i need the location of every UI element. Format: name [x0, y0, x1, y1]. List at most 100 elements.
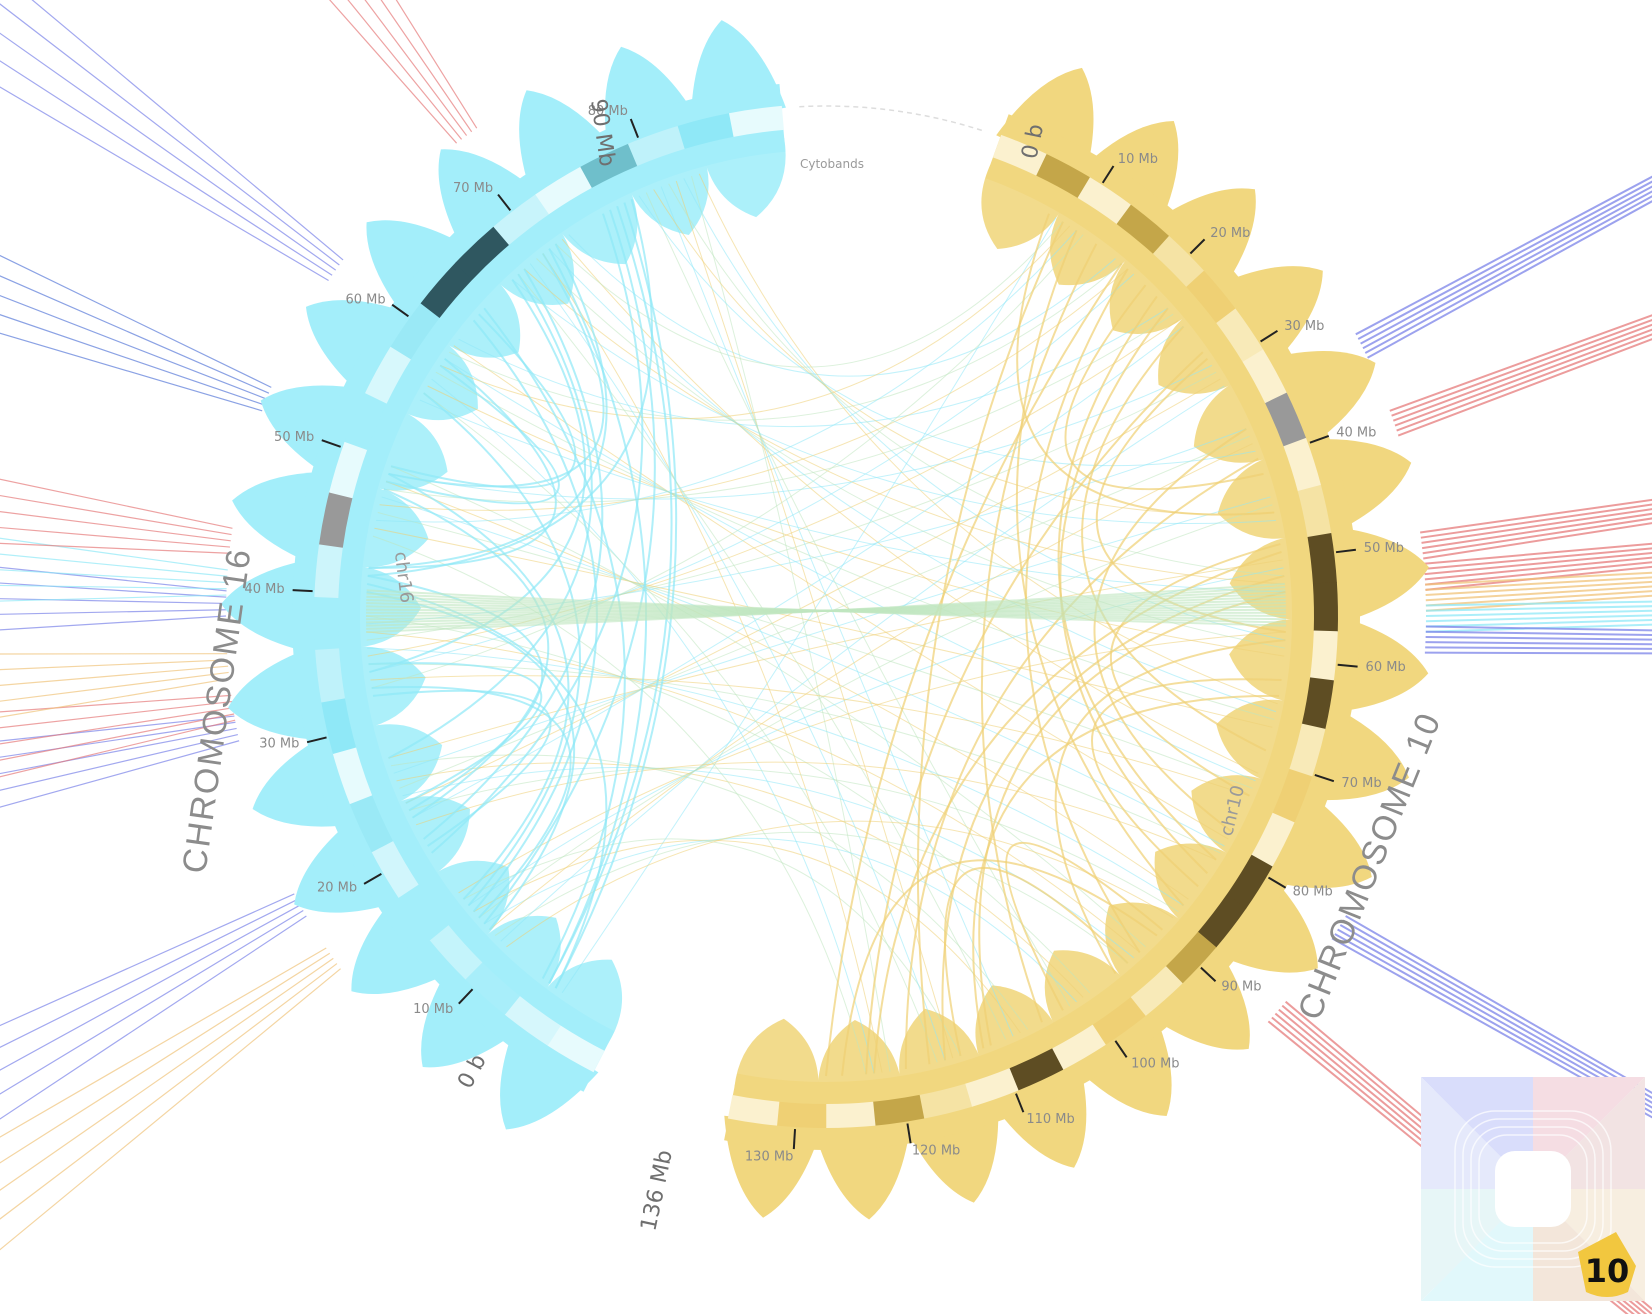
out-ray — [1421, 508, 1652, 544]
out-ray — [1425, 614, 1652, 623]
out-ray — [1425, 590, 1652, 607]
chromosome-badge[interactable] — [1576, 1230, 1638, 1300]
tick-mark — [1335, 548, 1356, 554]
link — [548, 205, 673, 984]
out-ray — [395, 0, 478, 129]
cytoband — [315, 647, 346, 703]
out-ray — [0, 694, 232, 713]
cytoband — [1186, 270, 1236, 324]
link — [367, 198, 653, 577]
interaction-links — [365, 173, 1287, 1077]
link — [369, 273, 1135, 673]
link — [369, 279, 587, 674]
cytoband — [1312, 582, 1338, 632]
out-ray — [0, 952, 331, 1164]
cytoband — [964, 1068, 1019, 1107]
link — [381, 496, 1225, 847]
out-ray — [1425, 571, 1652, 586]
out-ray — [1425, 609, 1652, 617]
out-ray — [0, 294, 267, 400]
tick-label: 60 Mb — [346, 292, 386, 307]
link — [494, 831, 1129, 964]
link — [368, 358, 557, 569]
cytoband — [1077, 177, 1132, 225]
link — [841, 859, 1158, 1076]
out-ray — [0, 678, 230, 718]
cytoband — [919, 1083, 973, 1119]
link — [412, 326, 1184, 819]
cytoband — [504, 995, 561, 1046]
out-ray — [1425, 641, 1652, 646]
tick-mark — [1337, 663, 1358, 668]
link — [500, 385, 1225, 942]
out-ray — [0, 615, 227, 631]
link — [506, 820, 1174, 948]
cytoband — [729, 105, 784, 137]
inner-petal — [476, 915, 561, 1001]
link — [972, 694, 1280, 1049]
link — [453, 345, 1229, 840]
out-ray — [1334, 933, 1652, 1114]
link — [691, 175, 891, 1072]
link — [478, 504, 1273, 919]
link — [383, 488, 550, 819]
out-ray — [1345, 915, 1652, 1095]
cytoband — [825, 1101, 876, 1128]
minimap-icon[interactable] — [1417, 1073, 1649, 1305]
out-ray — [0, 553, 228, 577]
tick-label: 80 Mb — [1293, 884, 1333, 899]
out-ray — [1420, 503, 1652, 539]
out-ray — [0, 963, 338, 1220]
out-ray — [1397, 338, 1652, 437]
out-ray — [0, 957, 334, 1191]
tick-label: 110 Mb — [1026, 1112, 1074, 1127]
tick-label: 20 Mb — [317, 880, 357, 895]
cytoband — [1251, 812, 1295, 867]
tick-label: 70 Mb — [453, 181, 493, 196]
out-ray — [0, 537, 228, 571]
cytoband — [727, 1094, 780, 1126]
tick-label: 10 Mb — [1118, 152, 1158, 167]
link — [683, 178, 1286, 641]
cytoband — [1226, 854, 1273, 909]
out-ray — [0, 598, 227, 605]
link — [554, 202, 678, 989]
link — [388, 365, 1213, 500]
link — [511, 279, 1276, 525]
out-ray — [1425, 635, 1652, 641]
link — [385, 481, 1189, 900]
link — [440, 225, 1071, 420]
cytoband — [1036, 153, 1091, 199]
link — [978, 590, 1286, 1046]
tick-label: 30 Mb — [259, 737, 299, 752]
out-ray — [1355, 175, 1652, 336]
cytoband — [1009, 1048, 1064, 1091]
link — [390, 313, 577, 489]
out-ray — [1389, 314, 1652, 412]
out-ray — [1424, 547, 1652, 570]
tick-mark — [497, 193, 512, 211]
link — [366, 631, 1141, 953]
out-ray — [1425, 585, 1652, 602]
out-ray — [329, 0, 458, 144]
tick-label: 90 Mb — [1221, 979, 1261, 994]
out-ray — [1424, 556, 1652, 581]
cytoband — [1130, 966, 1183, 1017]
tick-label: 10 Mb — [413, 1002, 453, 1017]
tick-mark — [1260, 329, 1279, 343]
out-ray — [0, 32, 337, 271]
link — [427, 385, 1285, 657]
inner-petal — [1050, 200, 1136, 286]
out-ray — [0, 734, 238, 791]
out-ray — [1396, 333, 1652, 432]
inner-petal — [981, 164, 1067, 250]
link — [435, 371, 1275, 720]
out-ray — [1424, 551, 1652, 576]
link — [1016, 229, 1185, 907]
out-ray — [0, 3, 340, 266]
tick-label: 20 Mb — [1210, 226, 1250, 241]
link — [668, 183, 1285, 577]
link — [542, 253, 883, 1073]
out-ray — [0, 740, 240, 808]
